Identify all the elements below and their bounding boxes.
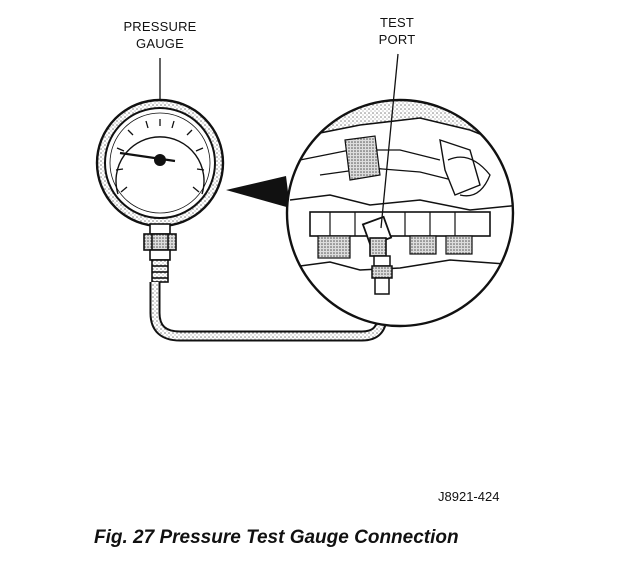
pressure-gauge-label-line-2: GAUGE	[136, 36, 184, 51]
gauge-fitting	[143, 223, 177, 283]
test-port-label-line-2: PORT	[378, 32, 416, 47]
test-port-detail-view	[285, 98, 515, 328]
fuel-rail	[309, 211, 491, 237]
test-port-leader-line	[380, 53, 399, 229]
detail-pointer-arrow	[226, 176, 290, 208]
gauge-ticks	[115, 119, 205, 193]
hose-coupling	[371, 255, 393, 295]
pressure-gauge-body	[95, 98, 225, 228]
pressure-gauge-label: PRESSURE GAUGE	[100, 18, 220, 52]
test-port-label-line-1: TEST	[379, 15, 415, 30]
test-port-label: TEST PORT	[352, 14, 442, 48]
figure-code: J8921-424	[438, 489, 500, 504]
gauge-needle-hub	[154, 154, 166, 166]
gauge-scale-arc	[115, 136, 205, 195]
pressure-gauge-label-line-1: PRESSURE	[123, 19, 197, 34]
test-port-valve	[361, 215, 393, 257]
figure-caption: Fig. 27 Pressure Test Gauge Connection	[94, 527, 459, 548]
